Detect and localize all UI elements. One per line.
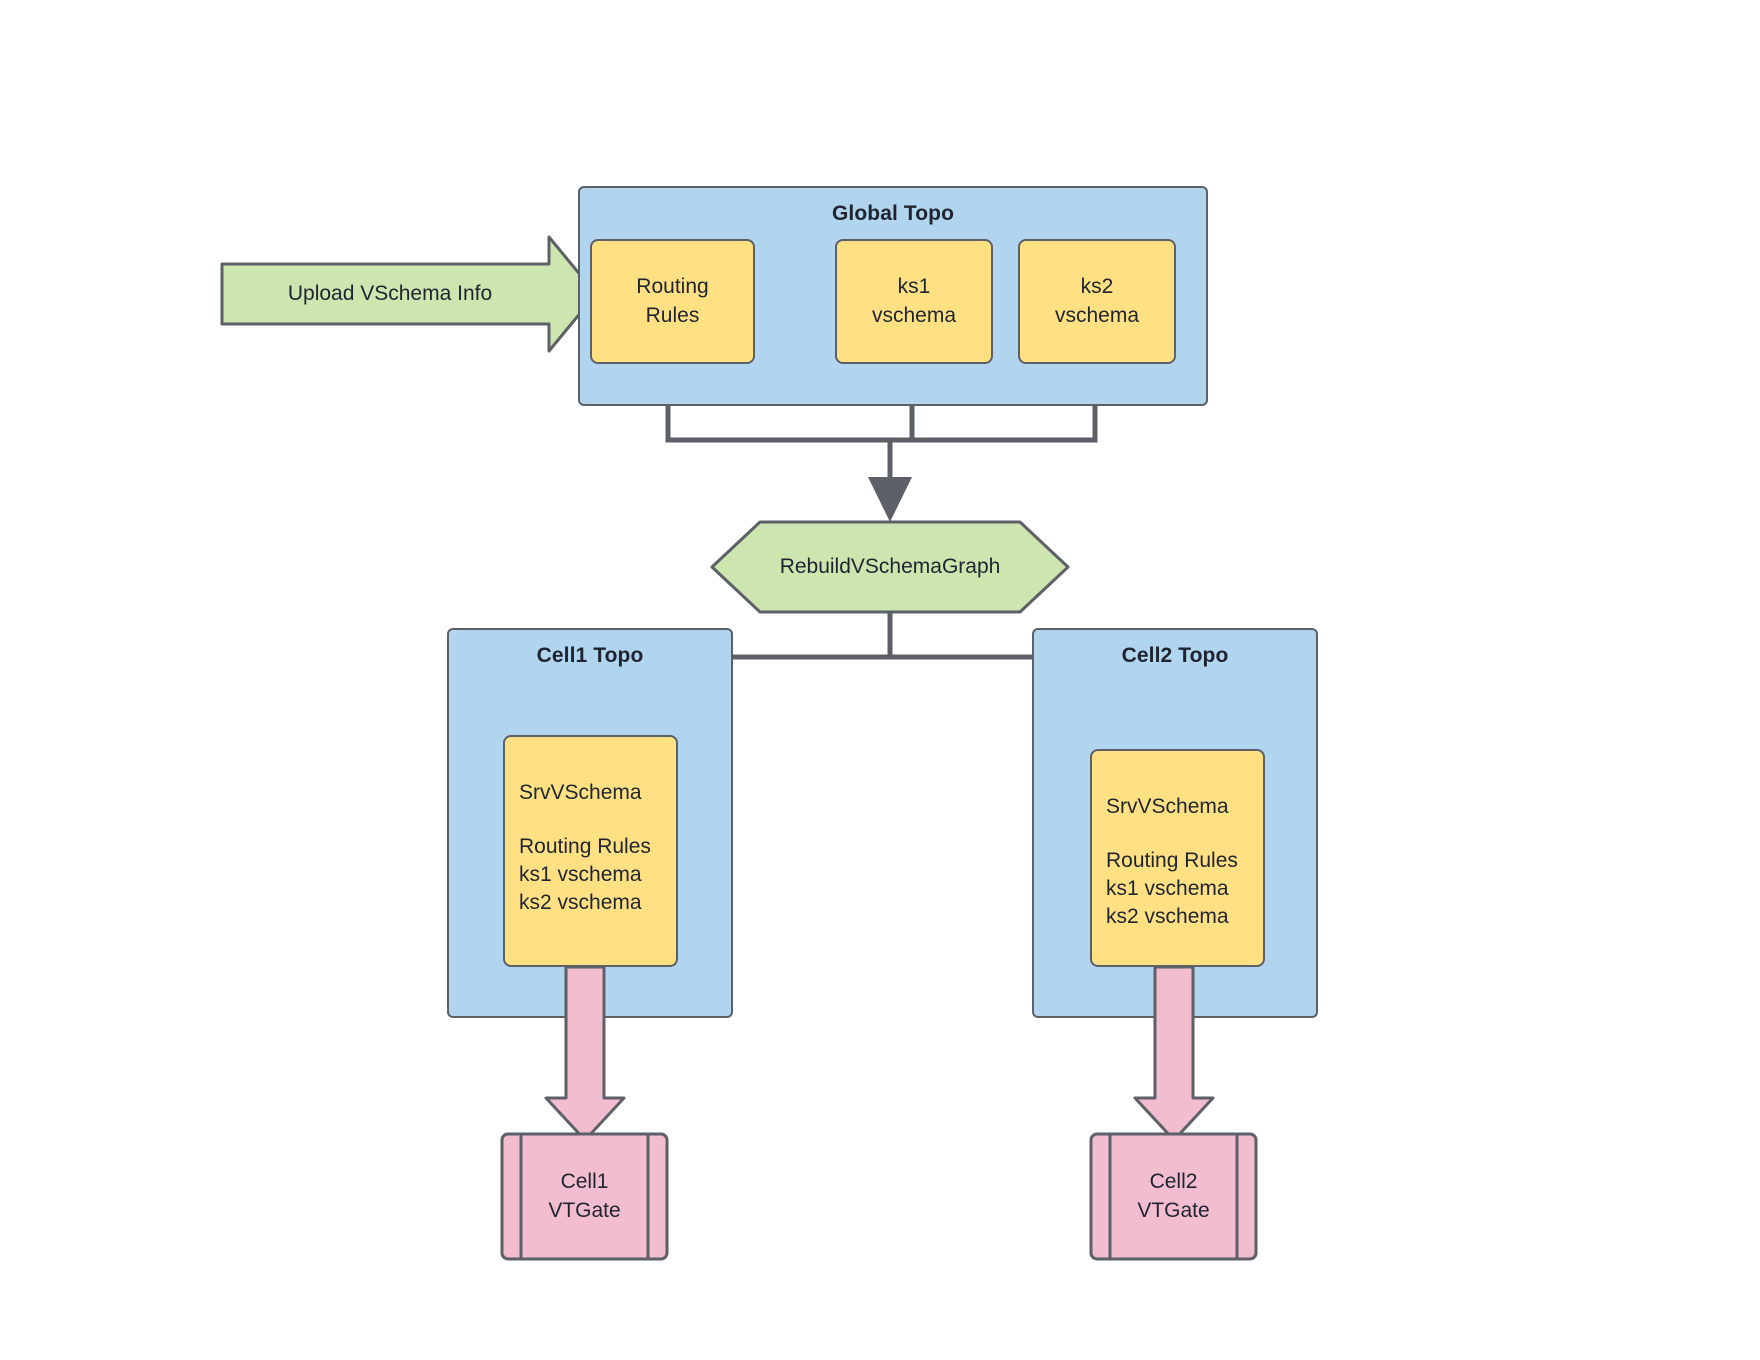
cell1-vtgate-label: Cell1 VTGate — [548, 1170, 621, 1222]
cell1-srvvschema-box[interactable]: SrvVSchema Routing Rules ks1 vschema ks2… — [503, 735, 678, 967]
cell1-srvvschema-text: SrvVSchema Routing Rules ks1 vschema ks2… — [519, 779, 651, 917]
rebuild-vschema-graph-hexagon[interactable] — [710, 520, 1070, 614]
cell2-srvvschema-text: SrvVSchema Routing Rules ks1 vschema ks2… — [1106, 793, 1238, 931]
ks1-vschema-text: ks1 vschema — [871, 275, 957, 327]
cell1-srv-item-0: Routing Rules — [519, 834, 651, 858]
cell2-topo-title: Cell2 Topo — [1121, 644, 1229, 667]
global-box-ks1-vschema[interactable]: ks1 vschema — [835, 239, 993, 364]
global-box-routing-rules[interactable]: Routing Rules — [590, 239, 755, 364]
cell2-srv-item-2: ks2 vschema — [1106, 904, 1229, 928]
cell2-srvvschema-box[interactable]: SrvVSchema Routing Rules ks1 vschema ks2… — [1090, 749, 1265, 967]
cell1-topo-title: Cell1 Topo — [536, 644, 644, 667]
cell1-vtgate-node[interactable]: Cell1 VTGate — [502, 1134, 667, 1259]
cell2-srv-to-vtgate-arrow — [1133, 965, 1215, 1142]
cell2-srv-item-1: ks1 vschema — [1106, 876, 1229, 900]
cell2-srv-heading: SrvVSchema — [1106, 795, 1229, 818]
cell2-srv-item-0: Routing Rules — [1106, 848, 1238, 872]
cell2-vtgate-label: Cell2 VTGate — [1137, 1170, 1210, 1222]
cell1-srv-heading: SrvVSchema — [519, 781, 642, 804]
global-box-ks2-vschema[interactable]: ks2 vschema — [1018, 239, 1176, 364]
ks2-vschema-text: ks2 vschema — [1054, 275, 1140, 327]
rebuild-vschema-graph-node[interactable]: RebuildVSchemaGraph — [712, 522, 1068, 612]
cell1-srv-item-2: ks2 vschema — [519, 890, 642, 914]
cell1-vtgate-shape[interactable] — [500, 1132, 669, 1261]
upload-vschema-arrow — [220, 235, 598, 353]
cell1-srv-to-vtgate-arrow — [544, 965, 626, 1142]
global-topo-title: Global Topo — [831, 202, 955, 225]
cell2-vtgate-node[interactable]: Cell2 VTGate — [1091, 1134, 1256, 1259]
upload-vschema-label: Upload VSchema Info — [287, 282, 493, 305]
cell2-vtgate-shape[interactable] — [1089, 1132, 1258, 1261]
routing-rules-text: Routing Rules — [636, 275, 709, 327]
rebuild-vschema-graph-label: RebuildVSchemaGraph — [779, 555, 1001, 578]
cell1-srv-item-1: ks1 vschema — [519, 862, 642, 886]
